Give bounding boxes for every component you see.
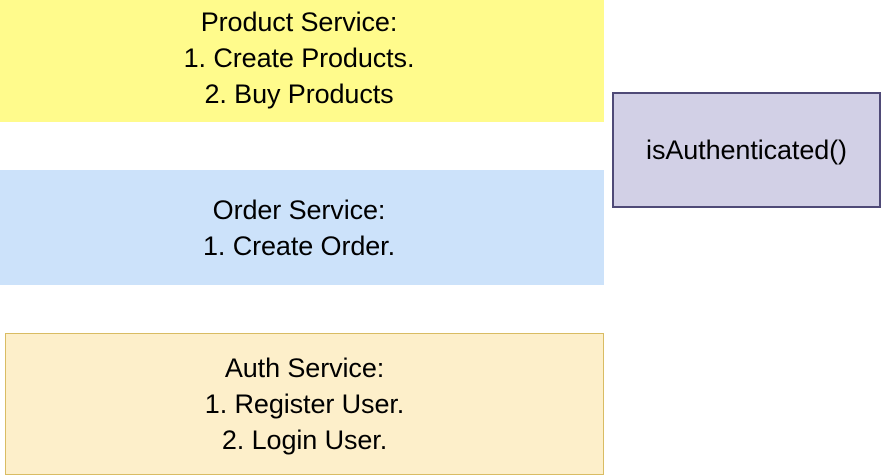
node-order-service-line-1: Order Service: [212, 194, 386, 225]
node-auth-service-line-3: 2. Login User. [221, 425, 388, 455]
node-auth-service-line-1: Auth Service: [224, 353, 385, 383]
node-order-service-line-2: 1. Create Order. [203, 230, 395, 261]
node-order-service[interactable]: Order Service: 1. Create Order. [0, 170, 604, 285]
node-product-service-line-1: Product Service: [200, 7, 398, 37]
node-product-service-line-2: 1. Create Products. [183, 43, 415, 73]
node-product-service[interactable]: Product Service: 1. Create Products. 2. … [0, 0, 604, 122]
node-auth-service-line-2: 1. Register User. [204, 389, 405, 419]
node-auth-service[interactable]: Auth Service: 1. Register User. 2. Login… [5, 333, 604, 475]
node-is-authenticated[interactable]: isAuthenticated() [612, 92, 881, 208]
node-is-authenticated-label: isAuthenticated() [646, 135, 847, 165]
node-product-service-line-3: 2. Buy Products [204, 79, 394, 109]
